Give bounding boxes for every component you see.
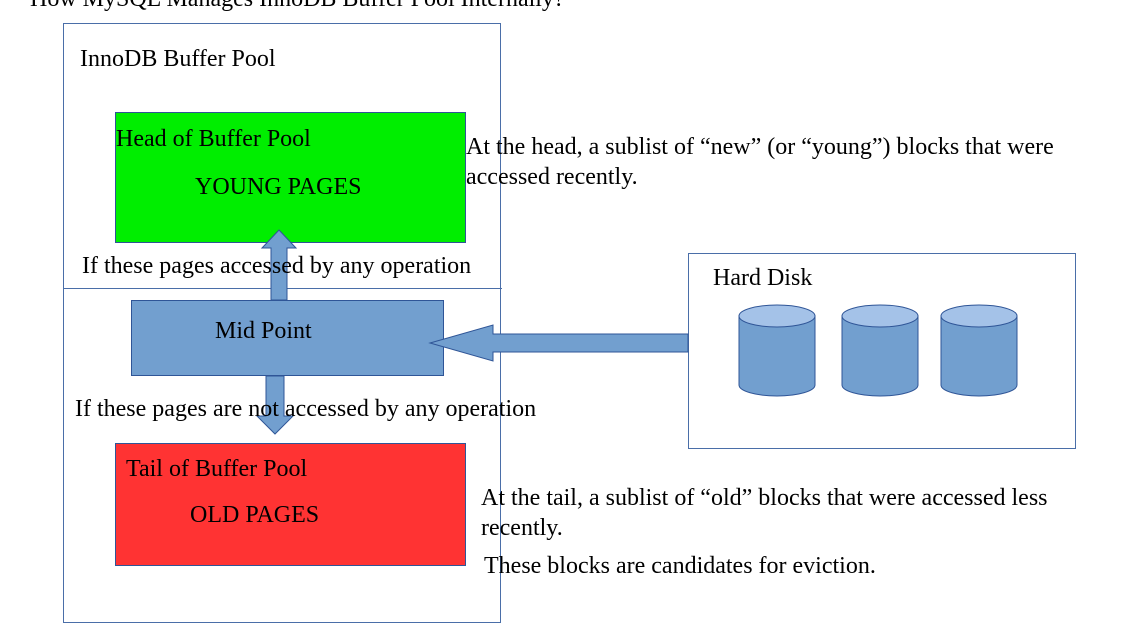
old-block-heading: Tail of Buffer Pool [126,456,308,482]
tail-note: At the tail, a sublist of “old” blocks t… [481,485,1048,541]
old-pages-label: OLD PAGES [190,502,320,528]
buffer-pool-title: InnoDB Buffer Pool [80,46,276,72]
young-pages-label: YOUNG PAGES [195,174,362,200]
disk-load-arrow [428,324,689,362]
disk-cylinder-icon [940,304,1018,397]
accessed-transition-label: If these pages accessed by any operation [82,253,472,279]
disk-cylinder-icon [841,304,919,397]
head-note: At the head, a sublist of “new” (or “you… [466,134,1054,190]
not-accessed-transition-label: If these pages are not accessed by any o… [75,396,537,422]
diagram-shapes [255,229,1018,435]
mid-point-label: Mid Point [215,318,312,344]
page-title: How MySQL Manages InnoDB Buffer Pool Int… [30,0,565,14]
old-pages-block [115,443,466,566]
hard-disk-title: Hard Disk [713,265,813,291]
promote-arrow [260,229,298,301]
young-block-heading: Head of Buffer Pool [116,126,311,152]
disk-cylinder-icon [738,304,816,397]
eviction-note: These blocks are candidates for eviction… [484,553,876,579]
mid-point-block [131,300,444,376]
demote-arrow [255,375,295,435]
